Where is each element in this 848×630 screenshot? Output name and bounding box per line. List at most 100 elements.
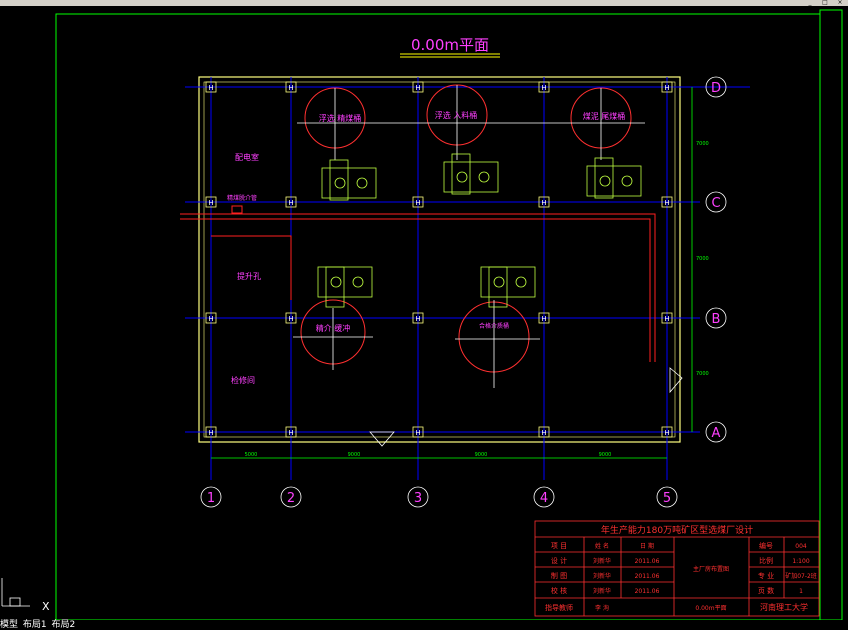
title-block-name: 刘新华 bbox=[593, 572, 611, 580]
col-bubble-label: 4 bbox=[540, 491, 548, 506]
column-marker: H bbox=[412, 81, 424, 93]
dim-text-col: 9000 bbox=[348, 452, 361, 458]
title-block-field-value: 矿加07-2班 bbox=[785, 572, 817, 580]
title-block-name: 刘新华 bbox=[593, 587, 611, 595]
column-marker: H bbox=[412, 426, 424, 438]
col-bubble: 3 bbox=[407, 486, 429, 508]
row-bubble-label: A bbox=[712, 426, 721, 441]
close-button[interactable]: × bbox=[837, 0, 843, 6]
title-block-date: 日 期 bbox=[640, 542, 654, 550]
title-block-date: 2011.06 bbox=[635, 573, 660, 580]
column-marker: H bbox=[661, 81, 673, 93]
doors bbox=[369, 367, 683, 447]
column-marker-text: H bbox=[541, 315, 546, 323]
row-bubble: C bbox=[705, 191, 727, 213]
minimize-button[interactable]: _ bbox=[808, 0, 812, 6]
column-marker-text: H bbox=[541, 199, 546, 207]
column-marker: H bbox=[205, 196, 217, 208]
title-block-field-value: 1:100 bbox=[792, 558, 809, 565]
column-marker-text: H bbox=[415, 199, 420, 207]
title-block-name: 刘新华 bbox=[593, 557, 611, 565]
dim-text-row: 7000 bbox=[696, 371, 709, 377]
column-marker-text: H bbox=[415, 315, 420, 323]
title-block-project: 年生产能力180万吨矿区型选煤厂设计 bbox=[601, 524, 753, 536]
column-marker-text: H bbox=[541, 429, 546, 437]
room-label-flotation-1: 浮选 精煤桶 bbox=[319, 113, 362, 123]
drawing-title: 0.00m平面 bbox=[411, 36, 489, 54]
title-block-role: 校 核 bbox=[551, 586, 567, 595]
title-block-drawing-name: 主厂房布置图 bbox=[693, 565, 729, 573]
col-bubble: 5 bbox=[656, 486, 678, 508]
grid-lines bbox=[185, 77, 750, 480]
equipment-blocks bbox=[317, 153, 642, 308]
column-marker: H bbox=[205, 312, 217, 324]
window-titlebar-strip: _ □ × bbox=[0, 0, 848, 6]
room-label-lower-left: 检修间 bbox=[231, 375, 255, 385]
column-marker-text: H bbox=[208, 429, 213, 437]
title-block-field-label: 比例 bbox=[759, 556, 773, 565]
title-block-name: 姓 名 bbox=[595, 542, 609, 550]
row-bubbles: D C B A bbox=[705, 76, 727, 443]
column-marker-text: H bbox=[415, 84, 420, 92]
title-block-role: 指导教师 bbox=[545, 603, 573, 612]
column-marker: H bbox=[538, 196, 550, 208]
column-marker-text: H bbox=[415, 429, 420, 437]
column-marker-text: H bbox=[288, 315, 293, 323]
title-block-date: 2011.06 bbox=[635, 588, 660, 595]
column-marker-text: H bbox=[664, 429, 669, 437]
title-block-field-label: 编号 bbox=[759, 541, 773, 550]
room-label-tank-b: 精介 缓冲 bbox=[316, 323, 351, 333]
tab-model[interactable]: 模型 bbox=[0, 620, 19, 630]
column-marker-text: H bbox=[541, 84, 546, 92]
col-bubble-label: 1 bbox=[207, 491, 215, 506]
column-marker: H bbox=[538, 81, 550, 93]
pipe-label: 精煤脱介管 bbox=[227, 194, 257, 202]
room-label-electric: 配电室 bbox=[235, 152, 259, 162]
room-label-flotation-2: 浮选 入料桶 bbox=[435, 110, 478, 120]
column-marker: H bbox=[205, 81, 217, 93]
column-marker: H bbox=[538, 312, 550, 324]
column-marker: H bbox=[205, 426, 217, 438]
column-markers: H H H H H H H H H H H H H H H H H H H H bbox=[205, 81, 673, 438]
dim-text-row: 7000 bbox=[696, 256, 709, 262]
tab-layout1[interactable]: 布局1 bbox=[22, 620, 47, 630]
column-marker-text: H bbox=[288, 199, 293, 207]
col-bubble: 4 bbox=[533, 486, 555, 508]
title-block-school: 河南理工大学 bbox=[760, 602, 808, 612]
tanks bbox=[300, 84, 632, 373]
column-marker-text: H bbox=[208, 199, 213, 207]
column-marker: H bbox=[285, 196, 297, 208]
sheet-frame-right bbox=[819, 9, 843, 621]
column-marker: H bbox=[661, 312, 673, 324]
column-marker: H bbox=[661, 196, 673, 208]
col-bubble: 1 bbox=[200, 486, 222, 508]
room-label-tank-3: 煤泥 尾煤桶 bbox=[583, 111, 626, 121]
room-label-pump: 提升孔 bbox=[237, 271, 261, 281]
title-block-date: 2011.06 bbox=[635, 558, 660, 565]
row-bubble: A bbox=[705, 421, 727, 443]
row-bubble-label: C bbox=[711, 196, 720, 211]
building-outline bbox=[198, 76, 681, 443]
dimension-lines bbox=[211, 87, 693, 459]
column-marker-text: H bbox=[664, 84, 669, 92]
dim-text-col: 9000 bbox=[599, 452, 612, 458]
column-marker: H bbox=[538, 426, 550, 438]
row-bubble-label: B bbox=[712, 312, 721, 327]
col-bubble-label: 5 bbox=[663, 491, 671, 506]
column-marker: H bbox=[412, 196, 424, 208]
title-block-role: 设 计 bbox=[551, 556, 567, 565]
column-marker-text: H bbox=[288, 84, 293, 92]
column-marker: H bbox=[285, 312, 297, 324]
column-marker: H bbox=[661, 426, 673, 438]
column-marker-text: H bbox=[288, 429, 293, 437]
dim-text-row: 7000 bbox=[696, 141, 709, 147]
dim-text-col: 5000 bbox=[245, 452, 258, 458]
title-block bbox=[534, 520, 820, 617]
tab-layout2[interactable]: 布局2 bbox=[51, 620, 76, 630]
row-bubble: D bbox=[705, 76, 727, 98]
maximize-button[interactable]: □ bbox=[822, 0, 828, 6]
ucs-icon bbox=[1, 578, 30, 607]
row-bubble-label: D bbox=[711, 81, 721, 96]
column-marker-text: H bbox=[208, 84, 213, 92]
